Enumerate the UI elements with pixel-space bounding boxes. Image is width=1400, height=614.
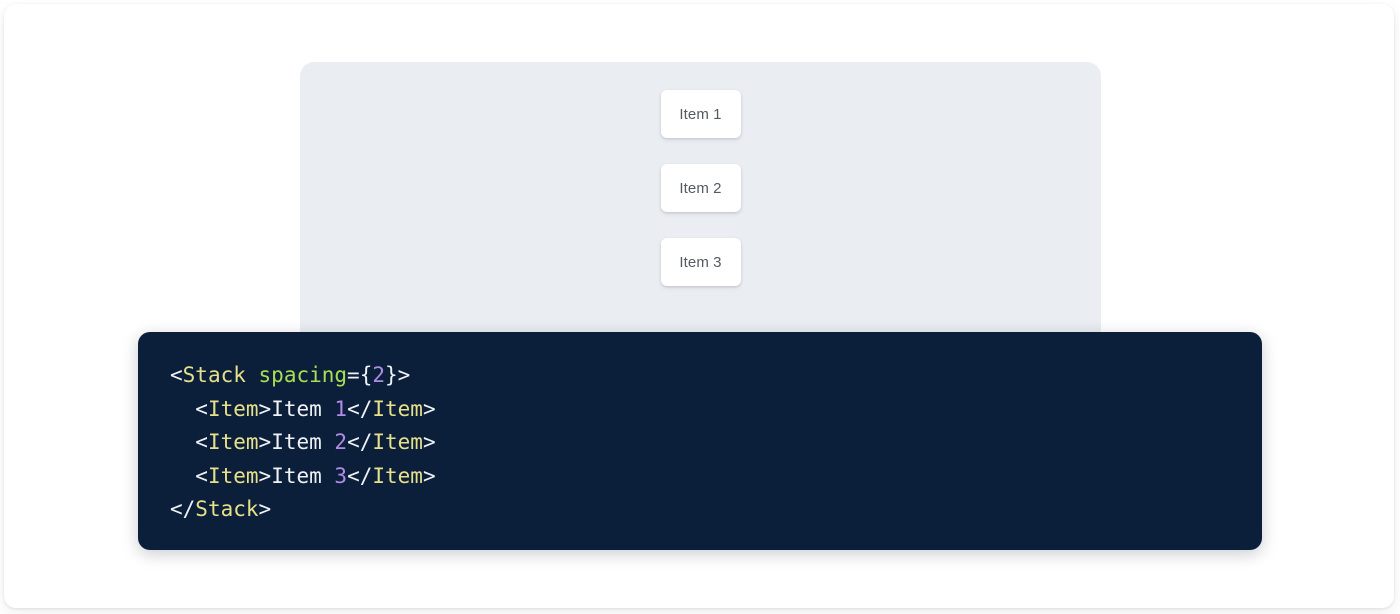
code-line: <Item>Item 3</Item> <box>170 460 1262 494</box>
code-token-plain: ={ <box>347 363 373 387</box>
code-token-plain: </ <box>170 497 196 521</box>
code-token-plain: > <box>258 463 272 488</box>
code-token-text: Item <box>271 463 335 488</box>
code-token-plain: </ <box>347 396 373 421</box>
code-token-number: 2 <box>372 363 385 387</box>
code-token-plain: > <box>422 463 436 488</box>
stack-item-label: Item 3 <box>679 253 722 271</box>
stack-item[interactable]: Item 3 <box>660 238 741 286</box>
code-line: <Stack spacing={2}> <box>170 359 1262 393</box>
code-token-plain: > <box>422 396 436 421</box>
component-preview-card: Item 1 Item 2 Item 3 <box>300 62 1101 344</box>
code-token-plain: < <box>195 463 208 488</box>
stack-item[interactable]: Item 1 <box>660 90 741 138</box>
code-token-plain: }> <box>385 363 411 387</box>
code-token-plain: </ <box>347 463 373 488</box>
code-token-plain: < <box>195 396 208 421</box>
code-token-plain <box>246 363 259 387</box>
code-line: <Item>Item 2</Item> <box>170 426 1262 460</box>
code-token-tag: Item <box>372 430 423 454</box>
code-token-attr: spacing <box>258 363 348 387</box>
code-block[interactable]: <Stack spacing={2}> <Item>Item 1</Item> … <box>170 359 1262 527</box>
code-token-tag: Item <box>207 430 259 454</box>
code-token-plain: < <box>195 430 208 454</box>
code-token-tag: Stack <box>182 363 246 387</box>
code-line: </Stack> <box>170 493 1262 527</box>
code-snippet-panel: <Stack spacing={2}> <Item>Item 1</Item> … <box>138 332 1262 550</box>
code-token-number: 3 <box>334 463 348 488</box>
code-token-plain: > <box>258 430 272 454</box>
code-token-text: Item <box>271 396 335 421</box>
code-token-text: Item <box>271 430 335 454</box>
code-token-plain: > <box>422 430 436 454</box>
stack-container: Item 1 Item 2 Item 3 <box>300 62 1101 286</box>
code-token-number: 2 <box>334 430 348 454</box>
code-line: <Item>Item 1</Item> <box>170 393 1262 427</box>
code-token-plain: > <box>258 396 272 421</box>
code-token-plain: > <box>258 497 272 521</box>
code-token-tag: Item <box>372 463 423 488</box>
code-token-tag: Stack <box>195 497 259 521</box>
code-token-number: 1 <box>334 396 348 421</box>
stack-item-label: Item 1 <box>679 105 722 123</box>
code-token-plain: </ <box>347 430 373 454</box>
stack-item-label: Item 2 <box>679 179 722 197</box>
code-token-tag: Item <box>372 396 423 421</box>
code-token-tag: Item <box>207 463 259 488</box>
code-token-tag: Item <box>207 396 259 421</box>
stack-item[interactable]: Item 2 <box>660 164 741 212</box>
code-token-plain: < <box>170 363 183 387</box>
